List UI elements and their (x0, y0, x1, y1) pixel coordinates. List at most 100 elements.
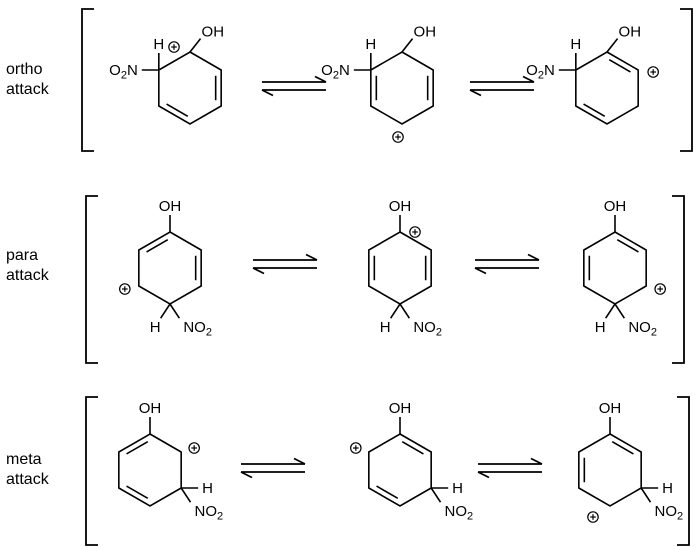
plus-charge-icon (409, 226, 421, 238)
row-label-para: para attack (6, 246, 49, 286)
row-ortho: O2N H OH O2N H OH O2N H OH (81, 8, 693, 152)
o2n-label: O2N (321, 62, 350, 82)
substituent-bond (399, 303, 411, 319)
benzene-ring (118, 433, 182, 507)
double-bond (583, 103, 606, 118)
structure-meta-3: OH H NO2 (578, 400, 684, 523)
double-bond (616, 238, 639, 253)
benzene-ring (158, 51, 222, 125)
benzene-ring (578, 433, 642, 507)
substituent-bond (169, 303, 181, 319)
structure-ortho-3: O2N H OH (526, 24, 659, 125)
substituent-bond (401, 38, 414, 53)
substituent-bond (189, 38, 202, 53)
substituent-bond (159, 303, 171, 319)
h-label: H (202, 480, 213, 497)
substituent-bond (614, 303, 626, 319)
row-label-line: ortho (6, 61, 43, 78)
double-bond (126, 440, 149, 455)
benzene-ring (575, 51, 639, 125)
h-label: H (150, 319, 161, 336)
row-label-line: para (6, 247, 39, 264)
h-label: H (380, 319, 391, 336)
no2-label: NO2 (445, 503, 474, 523)
oh-label: OH (619, 24, 642, 41)
row-meta: OH H NO2 OH H NO2 OH H NO2 (85, 396, 690, 546)
no2-label: NO2 (628, 319, 657, 339)
structure-para-2: OH H NO2 (368, 198, 442, 339)
no2-label: NO2 (195, 503, 224, 523)
row-label-ortho: ortho attack (6, 60, 49, 100)
row-label-meta: meta attack (6, 450, 49, 490)
double-bond (376, 485, 399, 500)
plus-charge-icon (647, 66, 659, 78)
equilibrium-harpoon-pair-icon (261, 75, 327, 97)
double-bond (126, 485, 149, 500)
double-bond (401, 440, 424, 455)
plus-charge-icon (168, 41, 180, 53)
h-label: H (662, 480, 673, 497)
benzene-ring (368, 433, 432, 507)
equilibrium-harpoon-pair-icon (240, 457, 306, 479)
oh-label: OH (139, 400, 162, 417)
left-bracket (85, 195, 98, 364)
oh-label: OH (604, 198, 627, 215)
double-bond (166, 103, 189, 118)
substituent-bond (389, 303, 401, 319)
row-para: OH H NO2 OH H NO2 OH H NO2 (85, 195, 685, 364)
oh-label: OH (202, 24, 225, 41)
substituent-bond (640, 487, 652, 503)
h-label: H (595, 319, 606, 336)
right-bracket (672, 195, 685, 364)
plus-charge-icon (392, 131, 404, 143)
h-label: H (365, 36, 376, 53)
plus-charge-icon (654, 283, 666, 295)
structure-ortho-2: O2N H OH (321, 24, 436, 143)
plus-charge-icon (587, 511, 599, 523)
structure-meta-1: OH H NO2 (118, 400, 224, 523)
equilibrium-harpoon-pair-icon (474, 253, 540, 275)
double-bond (611, 440, 634, 455)
equilibrium-harpoon-pair-icon (477, 457, 543, 479)
oh-label: OH (389, 198, 412, 215)
plus-charge-icon (188, 442, 200, 454)
left-bracket (85, 396, 98, 546)
substituent-bond (606, 38, 619, 53)
substituent-bond (430, 487, 442, 503)
no2-label: NO2 (655, 503, 684, 523)
row-label-line: attack (6, 81, 49, 98)
o2n-label: O2N (526, 62, 555, 82)
oh-label: OH (389, 400, 412, 417)
structure-para-3: OH H NO2 (583, 198, 666, 339)
h-label: H (153, 36, 164, 53)
h-label: H (452, 480, 463, 497)
right-bracket (680, 8, 693, 152)
row-label-line: attack (6, 267, 49, 284)
benzene-ring (370, 51, 434, 125)
plus-charge-icon (350, 442, 362, 454)
structure-meta-2: OH H NO2 (350, 400, 474, 523)
h-label: H (570, 36, 581, 53)
row-label-line: meta (6, 451, 42, 468)
no2-label: NO2 (183, 319, 212, 339)
equilibrium-harpoon-pair-icon (469, 75, 535, 97)
left-bracket (81, 8, 94, 152)
benzene-ring (138, 231, 202, 305)
structure-ortho-1: O2N H OH (109, 24, 225, 125)
structure-para-1: OH H NO2 (119, 198, 212, 339)
row-label-line: attack (6, 471, 49, 488)
oh-label: OH (599, 400, 622, 417)
double-bond (608, 58, 631, 73)
oh-label: OH (159, 198, 182, 215)
right-bracket (677, 396, 690, 546)
benzene-ring (368, 231, 432, 305)
oh-label: OH (414, 24, 437, 41)
plus-charge-icon (119, 283, 131, 295)
substituent-bond (604, 303, 616, 319)
substituent-bond (180, 487, 192, 503)
o2n-label: O2N (109, 62, 138, 82)
equilibrium-harpoon-pair-icon (252, 253, 318, 275)
no2-label: NO2 (413, 319, 442, 339)
